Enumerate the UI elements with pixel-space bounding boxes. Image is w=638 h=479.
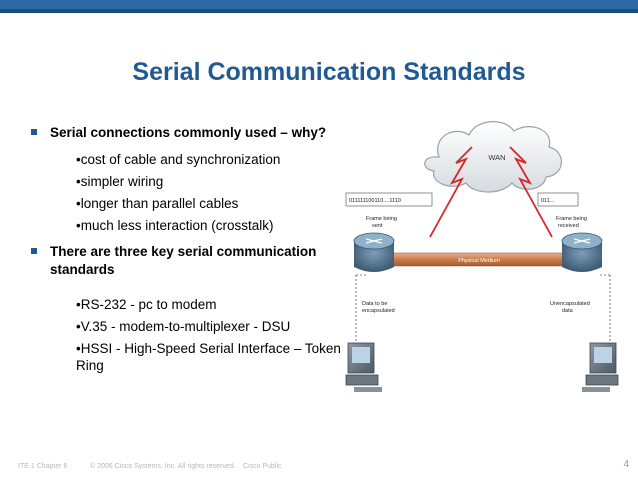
sub-bullet: •HSSI - High-Speed Serial Interface – To… <box>76 341 341 356</box>
sub-bullet: Ring <box>76 358 104 373</box>
right-status-1: Frame being <box>556 216 587 222</box>
top-banner <box>0 0 638 13</box>
right-router-icon <box>561 232 603 272</box>
sub-bullet: •simpler wiring <box>76 174 164 189</box>
left-status-2: sent <box>372 223 383 229</box>
right-status-2: received <box>558 223 579 229</box>
bullet-1: Serial connections commonly used – why? <box>31 124 351 142</box>
footer-copyright: © 2006 Cisco Systems, Inc. All rights re… <box>90 463 236 470</box>
bullet-2: There are three key serial communication… <box>31 243 341 279</box>
bullet-2-text-line1: There are three key serial communication <box>50 244 317 259</box>
banner-stripe <box>0 9 638 13</box>
left-router-icon <box>353 232 395 272</box>
serial-network-diagram: WAN 011111100110....1110 011... Frame be… <box>345 121 619 392</box>
footer-course: ITE 1 Chapter 6 <box>18 463 68 470</box>
sub-bullet: •much less interaction (crosstalk) <box>76 218 274 233</box>
right-data-2: data <box>562 308 574 314</box>
sub-bullet: •cost of cable and synchronization <box>76 152 281 167</box>
page-number: 4 <box>623 459 629 470</box>
left-status-1: Frame being <box>366 216 397 222</box>
medium-label: Physical Medium <box>458 258 500 264</box>
footer-classification: Cisco Public <box>243 463 282 470</box>
sub-bullet: •longer than parallel cables <box>76 196 239 211</box>
right-bits: 011... <box>541 198 555 204</box>
sub-bullet: •RS-232 - pc to modem <box>76 297 217 312</box>
right-bitstream-box <box>537 192 579 207</box>
right-pc-icon <box>582 342 619 392</box>
wan-label: WAN <box>488 153 505 162</box>
sub-bullet: •V.35 - modem-to-multiplexer - DSU <box>76 319 291 334</box>
left-bitstream-box <box>345 192 433 207</box>
wan-cloud-icon: WAN <box>424 121 562 193</box>
bullet-1-text: Serial connections commonly used – why? <box>50 125 327 140</box>
left-pc-icon <box>345 342 382 392</box>
slide-title: Serial Communication Standards <box>132 58 526 86</box>
right-serial-link <box>509 146 553 238</box>
right-data-1: Unencapsulated <box>550 301 590 307</box>
left-bits: 011111100110....1110 <box>349 198 401 204</box>
left-data-1: Data to be <box>362 301 387 307</box>
bullet-2-text-line2: standards <box>50 262 115 277</box>
bullet-square-icon <box>31 248 37 254</box>
bullet-square-icon <box>31 129 37 135</box>
left-data-2: encapsulated <box>362 308 395 314</box>
left-serial-link <box>429 146 473 238</box>
